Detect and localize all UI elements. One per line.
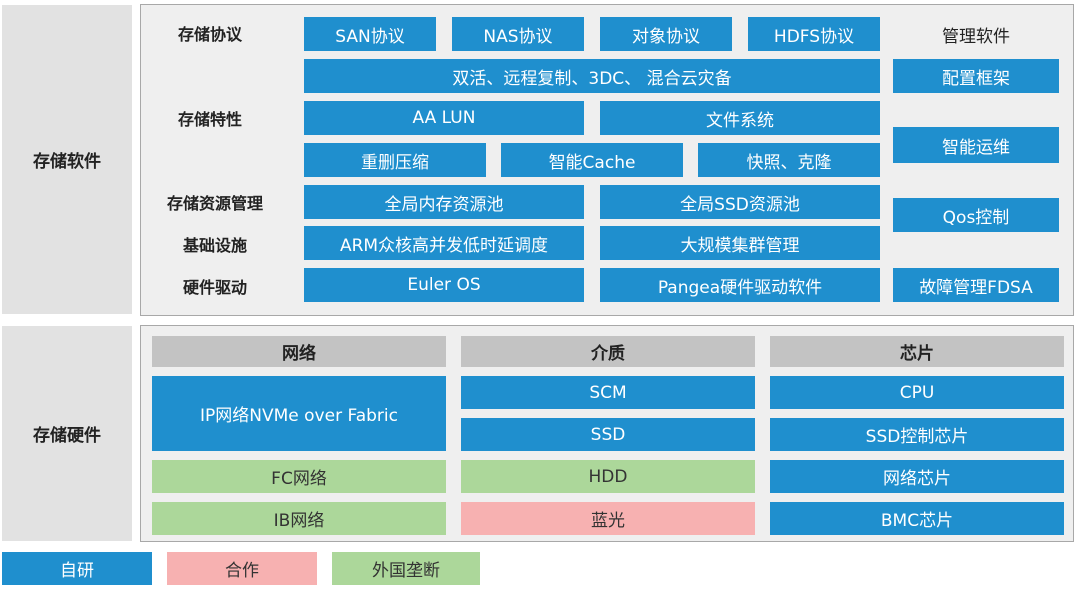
chip-bmc: BMC芯片 <box>770 502 1064 535</box>
chip-ssd-controller: SSD控制芯片 <box>770 418 1064 451</box>
media-ssd: SSD <box>461 418 755 451</box>
protocol-san: SAN协议 <box>304 17 436 51</box>
hardware-section-title: 存储硬件 <box>2 326 132 541</box>
driver-pangea: Pangea硬件驱动软件 <box>600 268 880 302</box>
legend-foreign-monopoly: 外国垄断 <box>332 552 480 585</box>
management-qos-control: Qos控制 <box>893 198 1059 232</box>
network-ib: IB网络 <box>152 502 446 535</box>
feature-snapshot-clone: 快照、克隆 <box>698 143 880 177</box>
software-section-title: 存储软件 <box>2 5 132 314</box>
row-label-driver: 硬件驱动 <box>182 278 247 297</box>
protocol-nas: NAS协议 <box>452 17 584 51</box>
row-label-protocol: 存储协议 <box>177 25 242 44</box>
protocol-hdfs: HDFS协议 <box>748 17 880 51</box>
feature-aa-lun: AA LUN <box>304 101 584 135</box>
management-smart-ops: 智能运维 <box>893 127 1059 163</box>
management-config-framework: 配置框架 <box>893 59 1059 93</box>
legend-self-developed: 自研 <box>2 552 152 585</box>
feature-dedup-compression: 重删压缩 <box>304 143 486 177</box>
hardware-header-chip: 芯片 <box>770 336 1064 367</box>
row-label-infra: 基础设施 <box>182 236 247 255</box>
protocol-object: 对象协议 <box>600 17 732 51</box>
feature-file-system: 文件系统 <box>600 101 880 135</box>
legend-cooperation: 合作 <box>167 552 317 585</box>
management-title: 管理软件 <box>942 26 1010 47</box>
feature-smart-cache: 智能Cache <box>501 143 683 177</box>
driver-euler-os: Euler OS <box>304 268 584 302</box>
replication-block: 双活、远程复制、3DC、 混合云灾备 <box>304 59 880 93</box>
media-bluray: 蓝光 <box>461 502 755 535</box>
management-fault-fdsa: 故障管理FDSA <box>893 268 1059 302</box>
resource-memory-pool: 全局内存资源池 <box>304 185 584 219</box>
row-label-resource: 存储资源管理 <box>166 194 263 213</box>
hardware-header-network: 网络 <box>152 336 446 367</box>
hardware-header-media: 介质 <box>461 336 755 367</box>
resource-ssd-pool: 全局SSD资源池 <box>600 185 880 219</box>
chip-network: 网络芯片 <box>770 460 1064 493</box>
network-ip-nvme-of: IP网络NVMe over Fabric <box>152 376 446 451</box>
infra-cluster-management: 大规模集群管理 <box>600 226 880 260</box>
media-hdd: HDD <box>461 460 755 493</box>
network-fc: FC网络 <box>152 460 446 493</box>
infra-arm-scheduling: ARM众核高并发低时延调度 <box>304 226 584 260</box>
row-label-features: 存储特性 <box>177 110 242 129</box>
media-scm: SCM <box>461 376 755 409</box>
chip-cpu: CPU <box>770 376 1064 409</box>
